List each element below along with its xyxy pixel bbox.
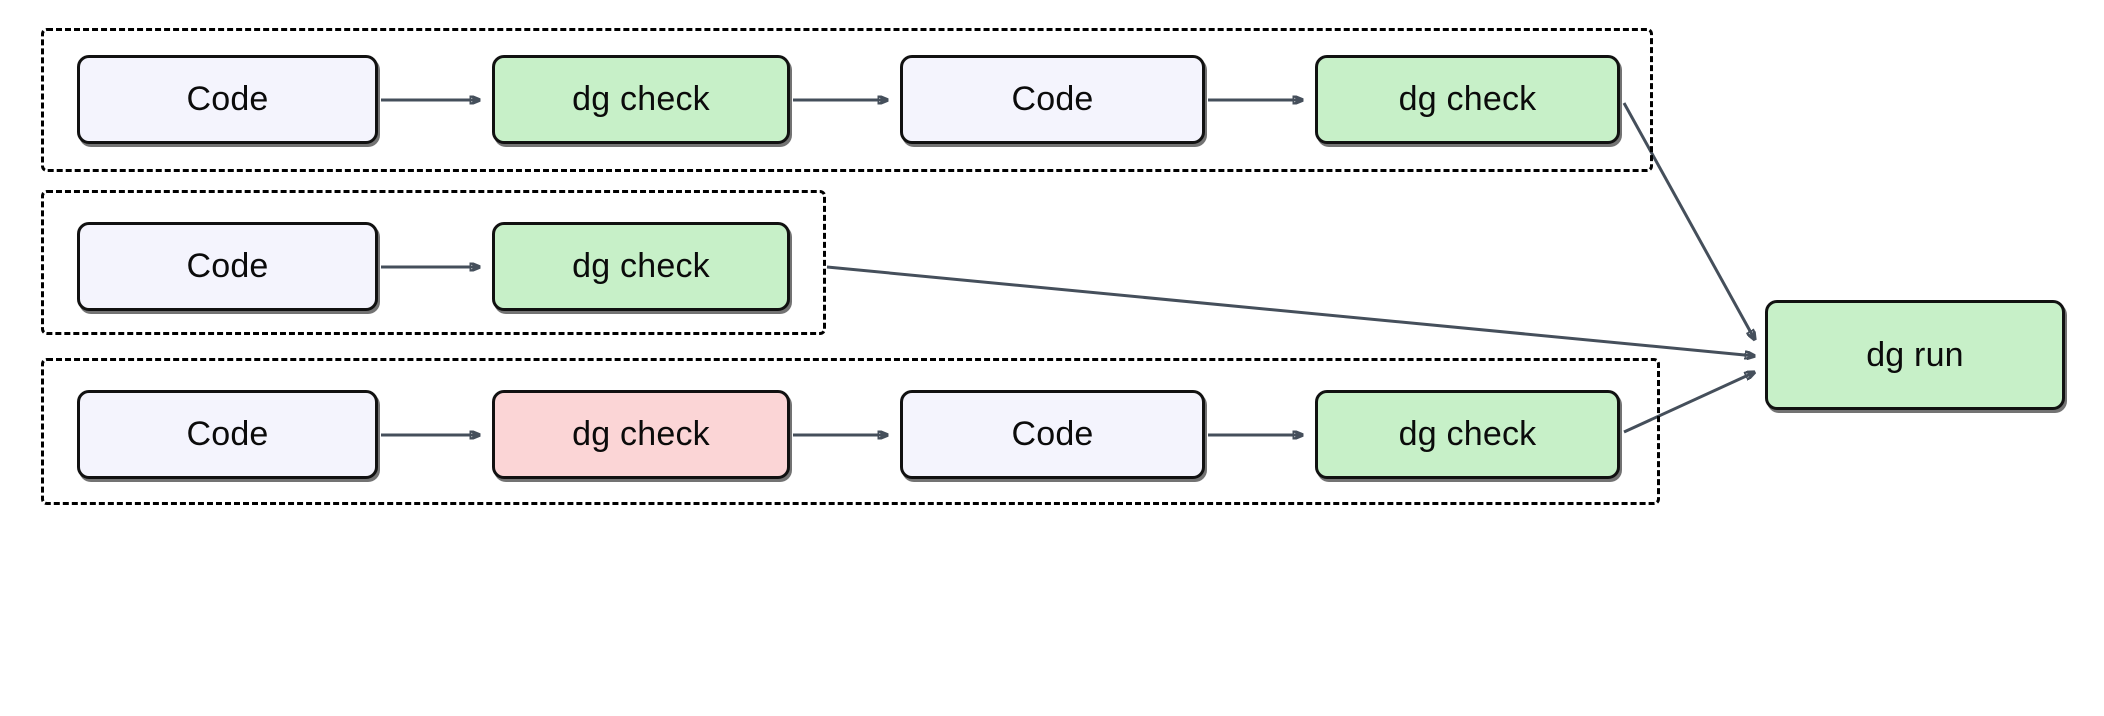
node-code[interactable]: Code (77, 222, 378, 311)
node-code[interactable]: Code (900, 55, 1205, 144)
node-dg-check[interactable]: dg check (1315, 390, 1620, 479)
node-dg-run[interactable]: dg run (1765, 300, 2065, 410)
group-row-3 (41, 358, 1660, 505)
group-row-1 (41, 28, 1653, 172)
node-code[interactable]: Code (77, 55, 378, 144)
edge-r2-check1-to-dgrun (826, 265, 1755, 356)
node-dg-check-failed[interactable]: dg check (492, 390, 790, 479)
node-code[interactable]: Code (77, 390, 378, 479)
node-dg-check[interactable]: dg check (1315, 55, 1620, 144)
node-dg-check[interactable]: dg check (492, 55, 790, 144)
node-dg-check[interactable]: dg check (492, 222, 790, 311)
node-code[interactable]: Code (900, 390, 1205, 479)
group-row-2 (41, 190, 826, 335)
